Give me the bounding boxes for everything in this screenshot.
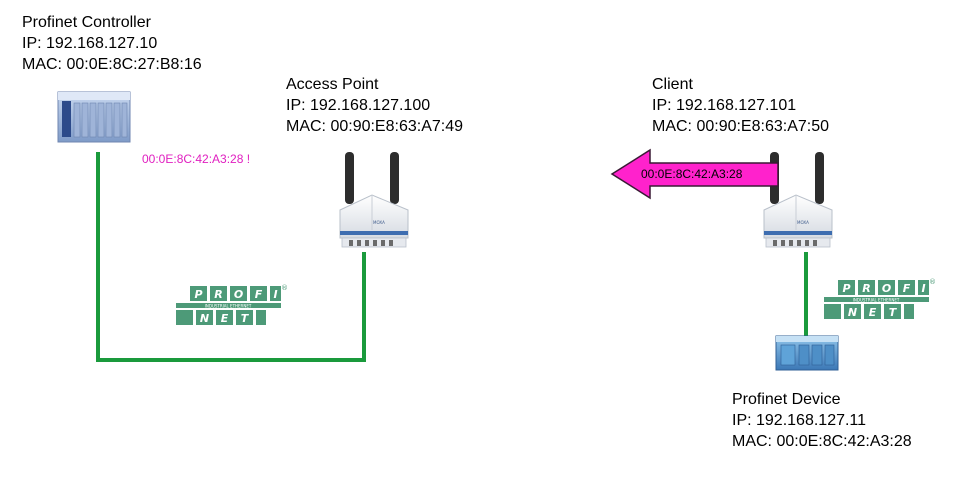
controller-label: Profinet Controller IP: 192.168.127.10 M…	[22, 12, 202, 75]
access-point-mac: MAC: 00:90:E8:63:A7:49	[286, 118, 463, 135]
controller-mac-note: 00:0E:8C:42:A3:28 !	[142, 152, 251, 166]
svg-text:I: I	[273, 288, 277, 301]
mac-arrow	[610, 148, 779, 200]
svg-text:E: E	[869, 306, 877, 319]
svg-text:O: O	[234, 288, 243, 301]
access-point-name: Access Point	[286, 76, 379, 93]
client-icon: MOXA	[763, 152, 833, 248]
svg-text:P: P	[842, 282, 850, 295]
profinet-device-icon	[775, 335, 839, 371]
access-point-brand: MOXA	[373, 220, 385, 225]
svg-text:®: ®	[281, 284, 288, 292]
client-ip: IP: 192.168.127.101	[652, 97, 797, 114]
svg-text:I: I	[921, 282, 925, 295]
device-label: Profinet Device IP: 192.168.127.11 MAC: …	[732, 389, 912, 452]
access-point-icon: MOXA	[339, 152, 409, 248]
client-brand: MOXA	[797, 220, 809, 225]
controller-ip: IP: 192.168.127.10	[22, 35, 158, 52]
profinet-controller-icon	[57, 91, 131, 143]
device-ip: IP: 192.168.127.11	[732, 412, 867, 429]
client-name: Client	[652, 76, 693, 93]
device-name: Profinet Device	[732, 391, 841, 408]
access-point-label: Access Point IP: 192.168.127.100 MAC: 00…	[286, 74, 463, 137]
access-point-ip: IP: 192.168.127.100	[286, 97, 431, 114]
svg-text:P: P	[194, 288, 202, 301]
svg-text:N: N	[848, 306, 857, 319]
svg-text:O: O	[882, 282, 891, 295]
svg-text:R: R	[862, 282, 870, 295]
device-mac: MAC: 00:0E:8C:42:A3:28	[732, 433, 912, 450]
svg-text:E: E	[221, 312, 229, 325]
svg-text:R: R	[214, 288, 222, 301]
profinet-logo-right: P R O F I INDUSTRIAL ETHERNET N E T ®	[824, 278, 936, 319]
svg-text:F: F	[903, 282, 911, 295]
svg-text:INDUSTRIAL ETHERNET: INDUSTRIAL ETHERNET	[205, 304, 252, 309]
svg-text:T: T	[241, 312, 250, 325]
svg-text:T: T	[889, 306, 898, 319]
client-mac: MAC: 00:90:E8:63:A7:50	[652, 118, 829, 135]
svg-text:F: F	[255, 288, 263, 301]
svg-text:®: ®	[929, 278, 936, 286]
svg-text:INDUSTRIAL ETHERNET: INDUSTRIAL ETHERNET	[853, 298, 900, 303]
controller-name: Profinet Controller	[22, 14, 151, 31]
controller-ap-link	[96, 152, 366, 362]
svg-text:N: N	[200, 312, 209, 325]
controller-mac: MAC: 00:0E:8C:27:B8:16	[22, 56, 202, 73]
client-label: Client IP: 192.168.127.101 MAC: 00:90:E8…	[652, 74, 829, 137]
profinet-logo-left: P R O F I INDUSTRIAL ETHERNET N E T ®	[176, 284, 288, 325]
arrow-mac-label: 00:0E:8C:42:A3:28	[641, 167, 743, 181]
